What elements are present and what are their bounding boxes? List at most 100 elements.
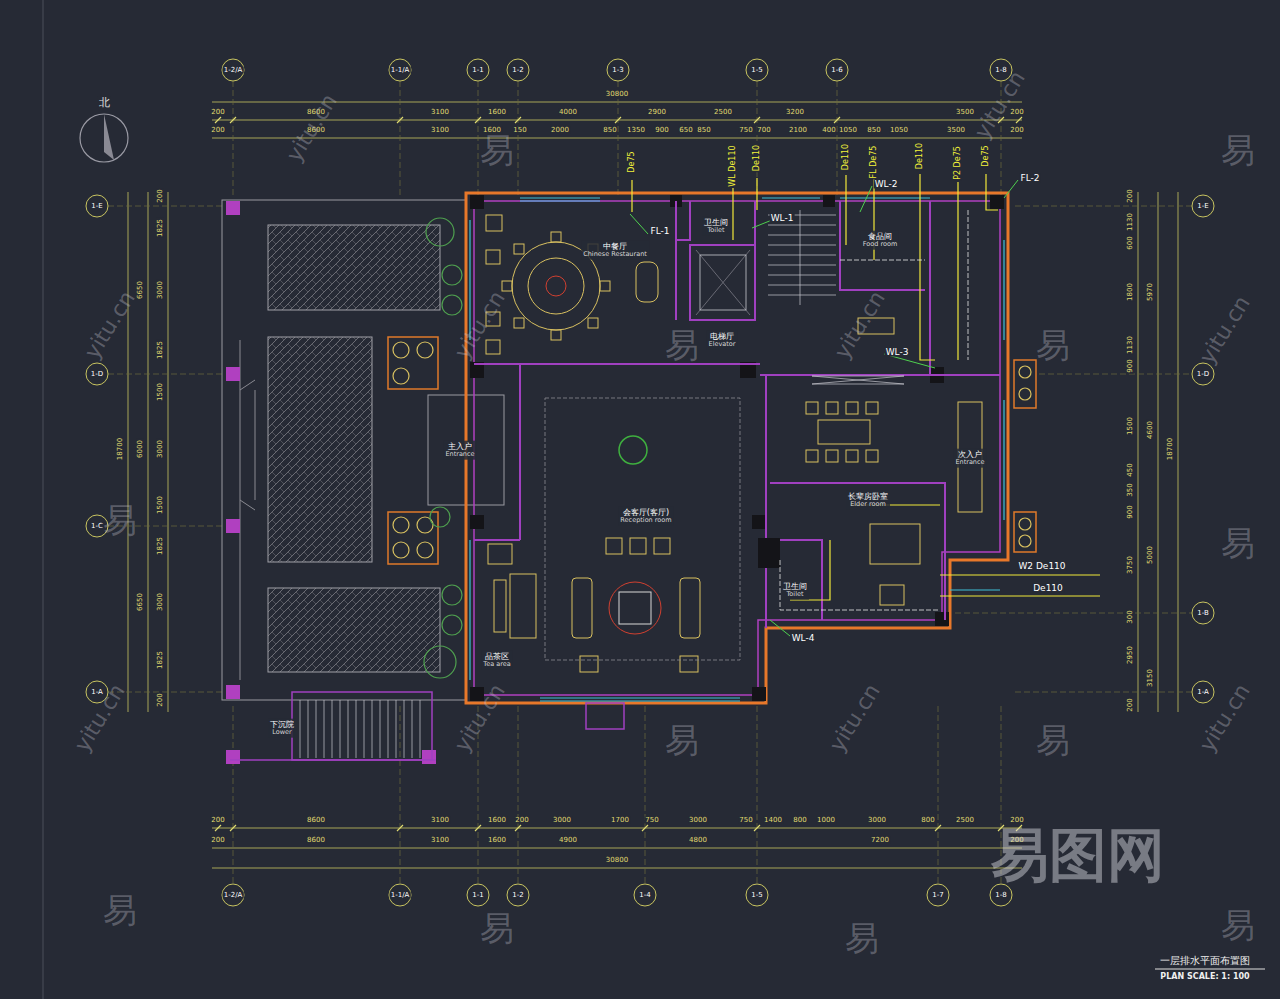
dimension-label: 1-A	[1196, 689, 1210, 696]
dimension-label: WL-3	[885, 348, 910, 357]
dimension-label: De110	[916, 142, 924, 170]
dimension-label: 3100	[430, 817, 450, 824]
dimension-label: 1-8	[994, 67, 1007, 74]
dimension-label: 1-5	[750, 67, 763, 74]
dimension-label: 3000	[867, 817, 887, 824]
dimension-label: 1700	[610, 817, 630, 824]
room-name-en: Entrance	[955, 459, 984, 466]
watermark: 易	[665, 723, 699, 757]
dimension-label: 3750	[1127, 555, 1134, 575]
dimension-label: 7200	[870, 837, 890, 844]
dimension-label: 5970	[1147, 282, 1154, 302]
room-name: 食品间	[863, 232, 897, 241]
room-name-en: Food room	[863, 241, 897, 248]
dimension-label: 30800	[605, 857, 629, 864]
dimension-label: 200	[157, 188, 164, 203]
watermark: 易	[480, 911, 514, 945]
dimension-label: 2900	[647, 109, 667, 116]
dimension-label: FL-1	[649, 227, 670, 236]
room-name: 次入户	[955, 450, 984, 459]
dimension-label: 1-2	[511, 67, 524, 74]
dimension-label: 200	[1127, 697, 1134, 712]
watermark: 易	[480, 133, 514, 167]
dimension-label: 2500	[955, 817, 975, 824]
dimension-label: 2950	[1127, 645, 1134, 665]
dimension-label: 2000	[550, 127, 570, 134]
drawing-title: 一层排水平面布置图	[1160, 956, 1250, 966]
dimension-label: 1500	[1127, 416, 1134, 436]
room-label: 主入户Entrance	[443, 441, 476, 460]
dimension-label: 200	[1009, 127, 1024, 134]
dimension-label: 350	[1127, 482, 1134, 497]
room-name: 长辈房卧室	[848, 492, 888, 501]
watermark: 易	[1221, 526, 1255, 560]
dimension-label: 3500	[946, 127, 966, 134]
dimension-label: FL De75	[870, 145, 878, 180]
dimension-label: 1600	[487, 837, 507, 844]
dimension-label: 1-2/A	[223, 892, 244, 899]
dimension-label: 4900	[558, 837, 578, 844]
dimension-label: 北	[98, 97, 111, 108]
dimension-label: De110	[1032, 584, 1064, 593]
dimension-label: 18700	[117, 437, 124, 461]
dimension-label: 3150	[1147, 668, 1154, 688]
room-name: 卫生间	[783, 582, 807, 591]
dimension-label: FL-2	[1019, 174, 1040, 183]
dimension-label: 1-C	[90, 523, 104, 530]
dimension-label: 300	[1127, 609, 1134, 624]
dimension-label: P2 De75	[954, 145, 962, 181]
dimension-label: 1-2	[511, 892, 524, 899]
room-name: 卫生间	[704, 218, 728, 227]
dimension-label: 1-7	[931, 892, 944, 899]
room-name-en: Tea area	[483, 661, 510, 668]
dimension-label: 1-E	[90, 203, 103, 210]
dimension-label: 1130	[1127, 212, 1134, 232]
dimension-label: 1-1/A	[390, 67, 411, 74]
dimension-label: 800	[792, 817, 807, 824]
dimension-label: 850	[866, 127, 881, 134]
dimension-label: 600	[1127, 235, 1134, 250]
room-name-en: Entrance	[445, 451, 474, 458]
room-name-en: Reception room	[620, 517, 671, 524]
room-name-en: Toilet	[704, 227, 728, 234]
dimension-label: 3100	[430, 127, 450, 134]
scale-note: PLAN SCALE: 1: 100	[1160, 973, 1249, 981]
dimension-label: 200	[210, 127, 225, 134]
dimension-label: 1130	[1127, 335, 1134, 355]
dimension-label: 200	[514, 817, 529, 824]
dimension-label: 450	[1127, 462, 1134, 477]
dimension-label: 30800	[605, 91, 629, 98]
dimension-label: 1825	[157, 536, 164, 556]
dimension-label: 2100	[788, 127, 808, 134]
dimension-label: 3000	[157, 439, 164, 459]
dimension-label: 3200	[785, 109, 805, 116]
watermark: 易	[1036, 723, 1070, 757]
room-name-en: Toilet	[783, 591, 807, 598]
dimension-label: 400	[821, 127, 836, 134]
room-name: 下沉院	[270, 720, 294, 729]
dimension-label: 1-8	[994, 892, 1007, 899]
dimension-label: 1400	[763, 817, 783, 824]
room-label: 中餐厅Chinese Restaurant	[581, 241, 649, 260]
room-name: 品茶区	[483, 652, 510, 661]
dimension-label: 900	[1127, 358, 1134, 373]
dimension-label: 1-D	[90, 371, 104, 378]
dimension-label: 750	[738, 127, 753, 134]
watermark: 易	[103, 503, 137, 537]
dimension-label: 1500	[157, 382, 164, 402]
room-label: 长辈房卧室Elder room	[846, 491, 890, 510]
dimension-label: 200	[1127, 188, 1134, 203]
dimension-label: 200	[210, 817, 225, 824]
dimension-label: 1-1/A	[390, 892, 411, 899]
dimension-label: 4800	[688, 837, 708, 844]
watermark: 易	[1036, 328, 1070, 362]
dimension-label: 3000	[688, 817, 708, 824]
dimension-label: 750	[738, 817, 753, 824]
dimension-label: 1000	[816, 817, 836, 824]
dimension-label: 1600	[487, 109, 507, 116]
dimension-label: 3100	[430, 837, 450, 844]
dimension-label: 6650	[137, 592, 144, 612]
room-name-en: Elder room	[848, 501, 888, 508]
dimension-label: 5000	[1147, 545, 1154, 565]
watermark: 易	[845, 921, 879, 955]
